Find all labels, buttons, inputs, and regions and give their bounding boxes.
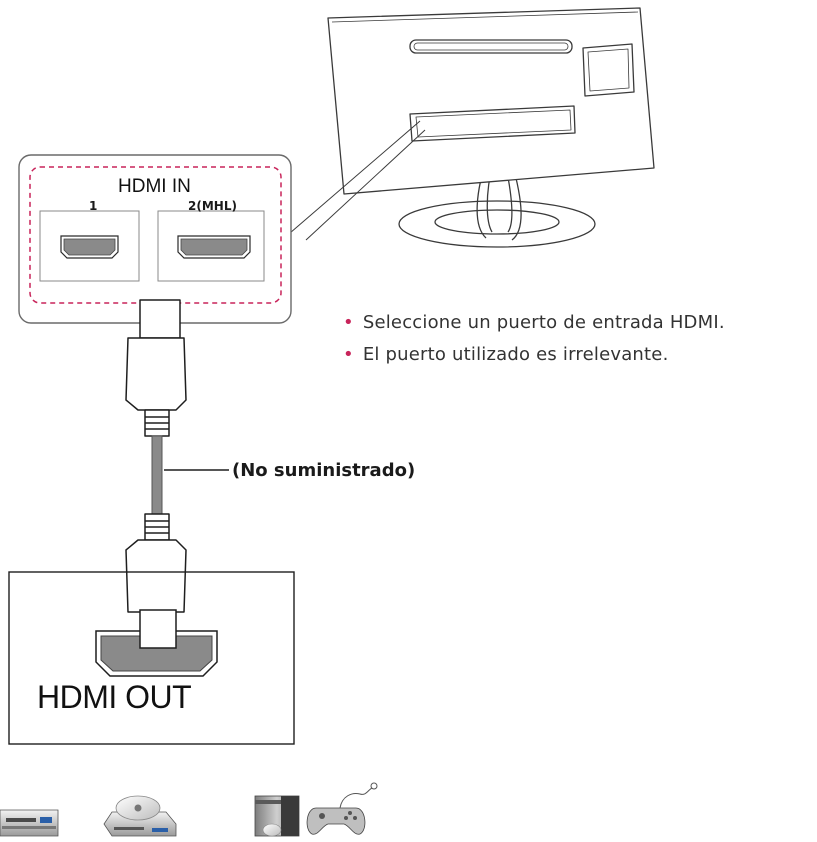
game-controller-icon [306,782,378,835]
dvd-player-icon [103,795,177,837]
hdmi-port-2-mhl [157,210,265,282]
bullet-dot: • [343,312,354,333]
pc-tower-icon [254,795,300,837]
bullet-dot: • [343,344,354,365]
note-text: El puerto utilizado es irrelevante. [362,344,669,365]
cable-label: (No suministrado) [232,460,416,481]
note-select-port: • Seleccione un puerto de entrada HDMI. [343,312,725,333]
port-2-label: 2(MHL) [188,199,237,213]
hdmi-port-1 [39,210,140,282]
port-1-label: 1 [89,199,98,213]
source-device-box [8,571,295,745]
hdmi-in-label: HDMI IN [118,176,191,197]
note-text: Seleccione un puerto de entrada HDMI. [362,312,725,333]
av-receiver-icon [0,809,59,837]
monitor-illustration [289,7,655,248]
hdmi-cable [125,299,229,613]
note-port-irrelevant: • El puerto utilizado es irrelevante. [343,344,669,365]
hdmi-out-label: HDMI OUT [37,679,192,715]
